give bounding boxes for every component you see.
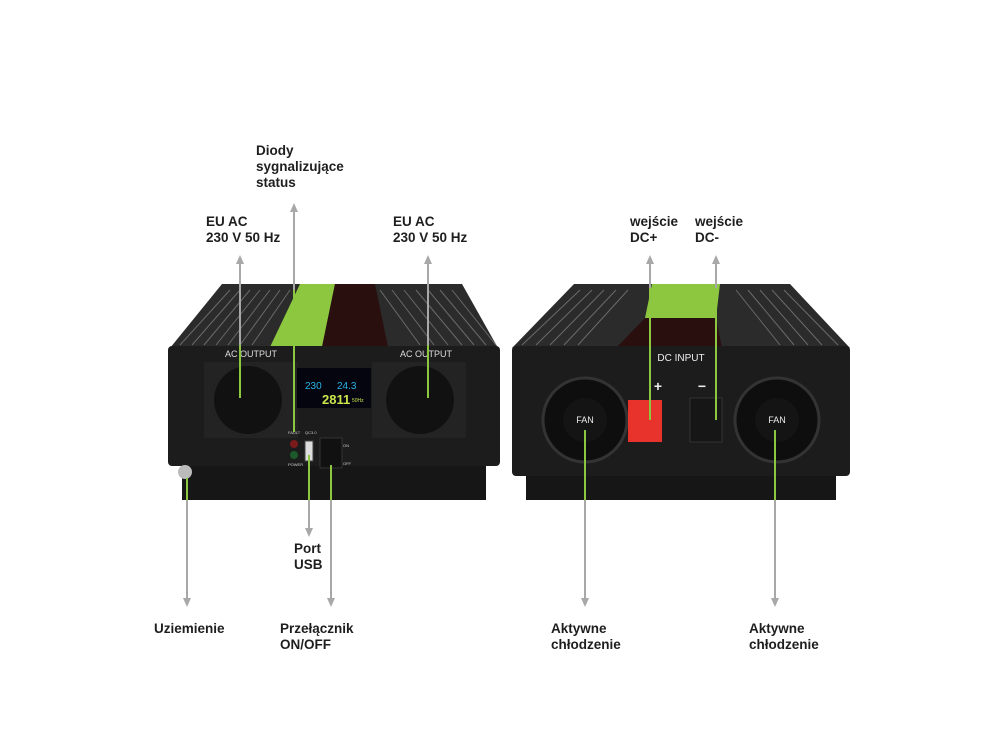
fan-label-right: FAN bbox=[768, 415, 786, 425]
label-eu-ac-right: EU AC 230 V 50 Hz bbox=[393, 214, 468, 245]
display-power: 2811 bbox=[322, 392, 350, 407]
dc-plus-terminal bbox=[628, 400, 662, 442]
ac-output-label-right: AC OUTPUT bbox=[400, 349, 453, 359]
plus-sign: + bbox=[654, 378, 662, 394]
off-label: OFF bbox=[343, 461, 352, 466]
lcd-display bbox=[297, 368, 371, 408]
arrow-heads bbox=[183, 203, 779, 607]
power-label: POWER bbox=[288, 462, 303, 467]
power-led bbox=[290, 451, 298, 459]
label-dc-minus: wejście DC- bbox=[695, 214, 744, 245]
callout-arrows bbox=[186, 210, 776, 600]
on-label: ON bbox=[343, 443, 349, 448]
label-switch: Przełącznik ON/OFF bbox=[280, 621, 354, 652]
power-switch[interactable] bbox=[319, 437, 343, 469]
display-hz: 50Hz bbox=[352, 398, 364, 404]
dc-minus-terminal bbox=[689, 397, 723, 443]
label-usb-port: Port USB bbox=[294, 541, 323, 572]
ac-output-label-left: AC OUTPUT bbox=[225, 349, 278, 359]
display-ac: 230 bbox=[305, 381, 322, 392]
inverter-front: AC OUTPUT AC OUTPUT 230 24.3 2811 50Hz F… bbox=[168, 284, 500, 500]
fault-led bbox=[290, 440, 298, 448]
fan-label-left: FAN bbox=[576, 415, 594, 425]
minus-sign: − bbox=[698, 378, 706, 394]
ground-terminal bbox=[178, 465, 192, 479]
display-dc: 24.3 bbox=[337, 381, 357, 392]
label-eu-ac-left: EU AC 230 V 50 Hz bbox=[206, 214, 281, 245]
dc-input-label: DC INPUT bbox=[657, 353, 704, 364]
inverter-back: DC INPUT FAN FAN + − bbox=[512, 284, 850, 500]
label-status-leds: Diody sygnalizujące status bbox=[256, 143, 344, 190]
label-dc-plus: wejście DC+ bbox=[630, 214, 679, 245]
label-cooling-left: Aktywne chłodzenie bbox=[551, 621, 621, 652]
fault-label: FAULT bbox=[288, 430, 301, 435]
usb-label: QC3.0 bbox=[305, 430, 317, 435]
label-cooling-right: Aktywne chłodzenie bbox=[749, 621, 819, 652]
label-ground: Uziemienie bbox=[154, 621, 225, 636]
